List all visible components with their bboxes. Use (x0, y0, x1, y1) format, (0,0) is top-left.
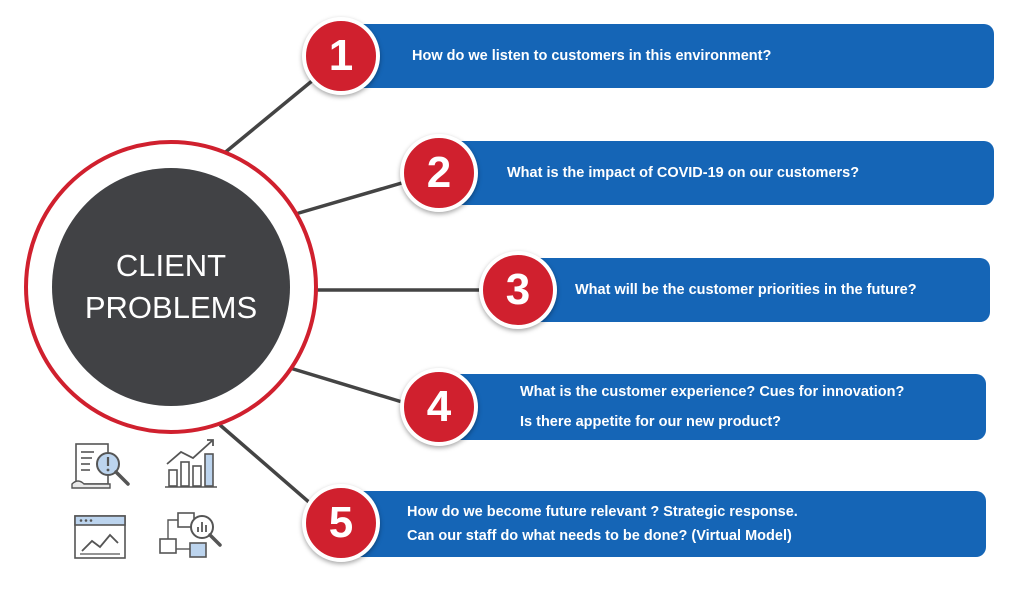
problem-5-text-line-2: Can our staff do what needs to be done? … (407, 528, 792, 544)
problem-bar-1: How do we listen to customers in this en… (340, 24, 994, 88)
flowchart-search-icon (159, 512, 222, 558)
problem-badge-4: 4 (400, 368, 478, 446)
hub-circle: CLIENT PROBLEMS (52, 168, 290, 406)
problem-2-text: What is the impact of COVID-19 on our cu… (507, 164, 860, 181)
problem-badge-5: 5 (302, 484, 380, 562)
hub-title-line-1: CLIENT (115, 248, 227, 284)
connector-line-2 (291, 178, 413, 217)
connector-line-1 (220, 74, 320, 157)
connector-line-4 (289, 366, 413, 407)
browser-line-chart-icon (74, 515, 126, 559)
problem-4-text-line-2: Is there appetite for our new product? (520, 414, 782, 430)
problem-badge-2: 2 (400, 134, 478, 212)
problem-bar-2: What is the impact of COVID-19 on our cu… (435, 141, 994, 205)
problem-3-text: What will be the customer priorities in … (575, 281, 917, 298)
hub-title-line-2: PROBLEMS (84, 290, 258, 325)
problem-bar-4: What is the customer experience? Cues fo… (440, 374, 986, 440)
problem-badge-1: 1 (302, 17, 380, 95)
problem-bar-5: How do we become future relevant ? Strat… (345, 491, 986, 557)
bar-chart-trend-icon (165, 439, 217, 488)
problem-4-text-line-1: What is the customer experience? Cues fo… (520, 383, 905, 400)
problem-badge-3: 3 (479, 251, 557, 329)
document-warning-search-icon (71, 443, 130, 489)
problem-5-text-line-1: How do we become future relevant ? Strat… (407, 503, 798, 520)
problem-1-text: How do we listen to customers in this en… (412, 47, 772, 64)
problem-bar-3: What will be the customer priorities in … (520, 258, 990, 322)
connector-line-5 (218, 423, 320, 512)
